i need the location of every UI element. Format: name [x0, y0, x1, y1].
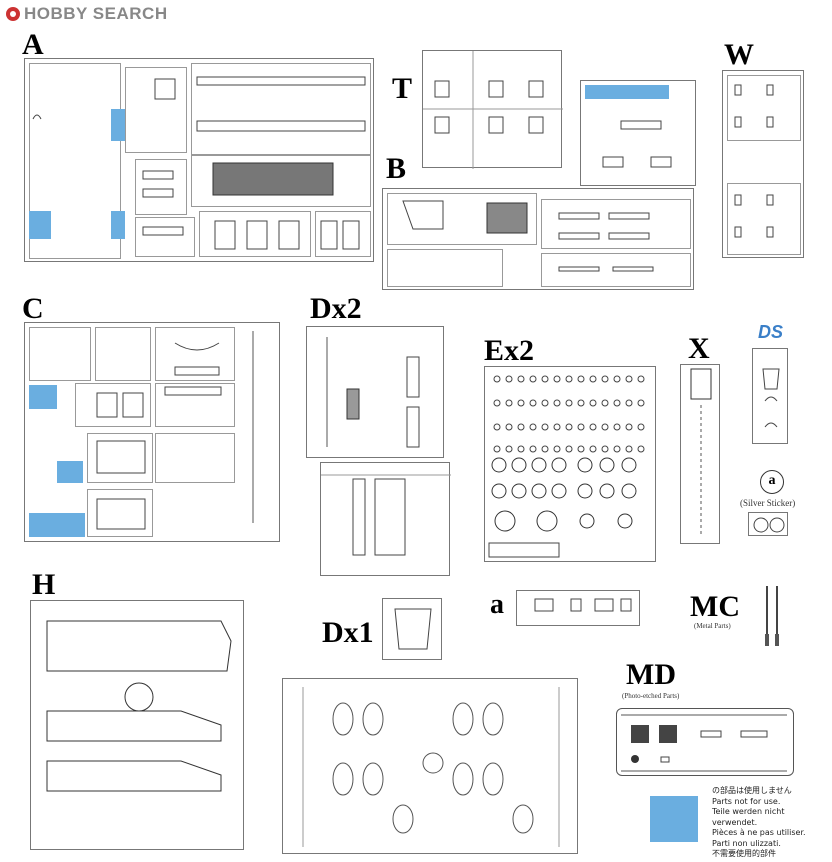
sprue-c-cell-18-19 [75, 383, 151, 427]
metal-parts-drawing [762, 586, 782, 650]
sprue-ex2-parts-drawing [488, 375, 645, 558]
logo-mark-icon [6, 7, 20, 21]
sprue-label-ex2: Ex2 [484, 334, 535, 367]
notice-line-fr: Pièces à ne pas utiliser. [712, 828, 806, 837]
sprue-label-mc: MC [690, 590, 740, 623]
sprue-figures-drawing [302, 687, 560, 847]
hobby-search-logo: HOBBY SEARCH [6, 4, 168, 24]
sprue-dx1-parts-drawing [394, 608, 432, 650]
sprue-a-cell-16 [315, 211, 371, 257]
sprue-label-w: W [724, 38, 754, 71]
sprue-c-cell-1-3 [29, 327, 91, 381]
sprue-c-cell-28 [87, 433, 153, 483]
logo-text: HOBBY SEARCH [24, 4, 168, 23]
sprue-dx2-lower-frame [320, 462, 451, 576]
sprue-a-cell-7 [135, 217, 195, 257]
notice-line-it: Parti non ulizzati. [712, 838, 781, 848]
sprue-x-parts-drawing [690, 368, 712, 535]
sprue-w-parts-drawing [734, 84, 774, 238]
sprue-b-unused-33-35 [585, 85, 669, 99]
sprue-label-c: C [22, 292, 44, 325]
sprue-t-frame [422, 50, 563, 169]
sprue-c-unused-40-41 [29, 513, 85, 537]
sprue-a-unused-20 [29, 211, 51, 239]
sprue-label-a: A [22, 28, 44, 61]
sprue-ex2-frame [484, 366, 656, 562]
sprue-figures-frame [282, 678, 578, 854]
sprue-c-parts-drawing [96, 331, 254, 530]
sprue-a-frame [24, 58, 374, 262]
sprue-a-cell-5 [135, 159, 187, 215]
sprue-w-cell-top [727, 75, 801, 141]
sprue-label-md: MD [626, 658, 676, 691]
notice-line-ja: の部品は使用しません [712, 786, 792, 795]
sprue-w-cell-bottom [727, 183, 801, 255]
sprue-a-small-frame [516, 590, 640, 626]
sprue-a-small-parts-drawing [534, 598, 632, 612]
notice-line-zh: 不需要使用的部件 [712, 849, 776, 858]
sprue-label-a-small: a [490, 589, 504, 620]
photo-etched-label: (Photo-etched Parts) [622, 692, 680, 700]
sprue-label-b: B [386, 152, 407, 185]
notice-line-en: Parts not for use. [712, 796, 781, 806]
sprue-c-cell-4-14 [95, 327, 151, 381]
sprue-b-cell-1-4 [387, 193, 537, 245]
sprue-c-unused-17 [29, 385, 57, 409]
notice-line-de: Teile werden nicht verwendet. [712, 807, 785, 827]
metal-barrels-drawing [765, 586, 779, 646]
sprue-a-unused-22 [111, 109, 125, 141]
unused-parts-legend-swatch [650, 796, 698, 842]
sprue-label-dx1: Dx1 [322, 616, 374, 649]
sprue-dx1-frame [382, 598, 442, 660]
sticker-a-badge: a [760, 470, 784, 494]
sprue-b-upper-frame [580, 80, 696, 186]
sprue-b-frame [382, 188, 694, 290]
sprue-dx2-upper-frame [306, 326, 444, 458]
sprue-a-cell-2 [125, 67, 187, 153]
sprue-dx2-lower-parts-drawing [321, 474, 451, 556]
sprue-c-cell-5-16 [155, 327, 235, 381]
sprue-a-runner-left [29, 63, 121, 259]
sprue-dx2-upper-parts-drawing [326, 337, 420, 448]
sprue-b-upper-parts-drawing [602, 120, 672, 168]
photo-etched-fret [616, 708, 794, 776]
silver-sticker-drawing [753, 517, 785, 533]
sprue-b-cell-5-13 [387, 249, 503, 287]
sprue-h-frame [30, 600, 244, 850]
sprue-label-h: H [32, 568, 56, 601]
sprue-c-frame [24, 322, 280, 542]
sprue-a-cell-frames [191, 63, 371, 155]
sprue-label-t: T [392, 72, 413, 105]
photo-etched-parts-drawing [621, 714, 787, 772]
sprue-label-dx2: Dx2 [310, 292, 362, 325]
sprue-x-frame [680, 364, 720, 544]
sprue-b-cell-19-24 [541, 199, 691, 249]
sprue-c-cell-29-34 [155, 433, 235, 483]
sprue-label-x: X [688, 332, 710, 365]
silver-sticker-sheet [748, 512, 788, 536]
sprue-c-cell-20-25 [155, 383, 235, 427]
ds-parts-drawing [762, 368, 780, 428]
sprue-b-parts-drawing [402, 200, 654, 272]
silver-sticker-label: (Silver Sticker) [740, 498, 796, 508]
ds-parts-frame [752, 348, 788, 444]
sprue-b-cell-15-18 [541, 253, 691, 287]
sprue-a-unused-21 [111, 211, 125, 239]
metal-parts-label: (Metal Parts) [694, 622, 731, 630]
sprue-a-cell-engine [191, 155, 371, 207]
sprue-c-unused-33 [57, 461, 83, 483]
sprue-h-parts-drawing [46, 620, 232, 792]
ds-logo: DS [758, 322, 784, 342]
sprue-a-parts-drawing [32, 76, 366, 250]
sprue-t-parts-drawing [423, 51, 563, 169]
unused-parts-notice: の部品は使用しません Parts not for use. Teile werd… [712, 786, 832, 860]
sprue-c-cell-37 [87, 489, 153, 537]
sprue-w-frame [722, 70, 804, 258]
sprue-a-cell-13 [199, 211, 311, 257]
